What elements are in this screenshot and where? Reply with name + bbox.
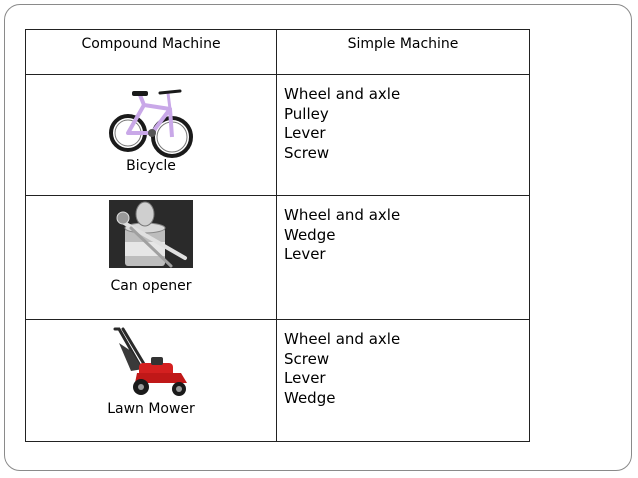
list-item: Lever	[284, 245, 326, 263]
simple-machine-list: Wheel and axle Screw Lever Wedge	[277, 320, 529, 408]
list-item: Wheel and axle	[284, 85, 401, 103]
compound-cell-bicycle: Bicycle	[25, 74, 277, 196]
table-header-row: Compound Machine Simple Machine	[25, 29, 530, 75]
table-row: Lawn Mower Wheel and axle Screw Lever We…	[25, 319, 530, 442]
simple-machine-list: Wheel and axle Pulley Lever Screw	[277, 75, 529, 163]
table-row: Bicycle Wheel and axle Pulley Lever Scre…	[25, 74, 530, 196]
machines-table: Compound Machine Simple Machine Bicycle …	[25, 29, 530, 442]
compound-cell-lawn-mower: Lawn Mower	[25, 319, 277, 442]
lawn-mower-image	[113, 327, 187, 396]
can-opener-image	[109, 200, 193, 268]
list-item: Lever	[284, 369, 326, 387]
compound-label: Bicycle	[126, 158, 176, 174]
header-simple-machine: Simple Machine	[276, 29, 530, 75]
list-item: Screw	[284, 143, 330, 162]
list-item: Wedge	[284, 225, 336, 244]
simple-cell-can-opener: Wheel and axle Wedge Lever	[276, 195, 530, 320]
compound-label: Can opener	[110, 278, 192, 294]
bicycle-image	[109, 89, 193, 158]
list-item: Lever	[284, 124, 326, 142]
list-item: Wedge	[284, 388, 336, 407]
list-item: Pulley	[284, 104, 329, 123]
list-item: Screw	[284, 349, 330, 368]
list-item: Wheel and axle	[284, 206, 401, 224]
compound-cell-can-opener: Can opener	[25, 195, 277, 320]
compound-label: Lawn Mower	[107, 401, 195, 417]
header-compound-machine: Compound Machine	[25, 29, 277, 75]
list-item: Wheel and axle	[284, 330, 401, 348]
table-row: Can opener Wheel and axle Wedge Lever	[25, 195, 530, 320]
simple-cell-bicycle: Wheel and axle Pulley Lever Screw	[276, 74, 530, 196]
simple-machine-list: Wheel and axle Wedge Lever	[277, 196, 529, 265]
simple-cell-lawn-mower: Wheel and axle Screw Lever Wedge	[276, 319, 530, 442]
